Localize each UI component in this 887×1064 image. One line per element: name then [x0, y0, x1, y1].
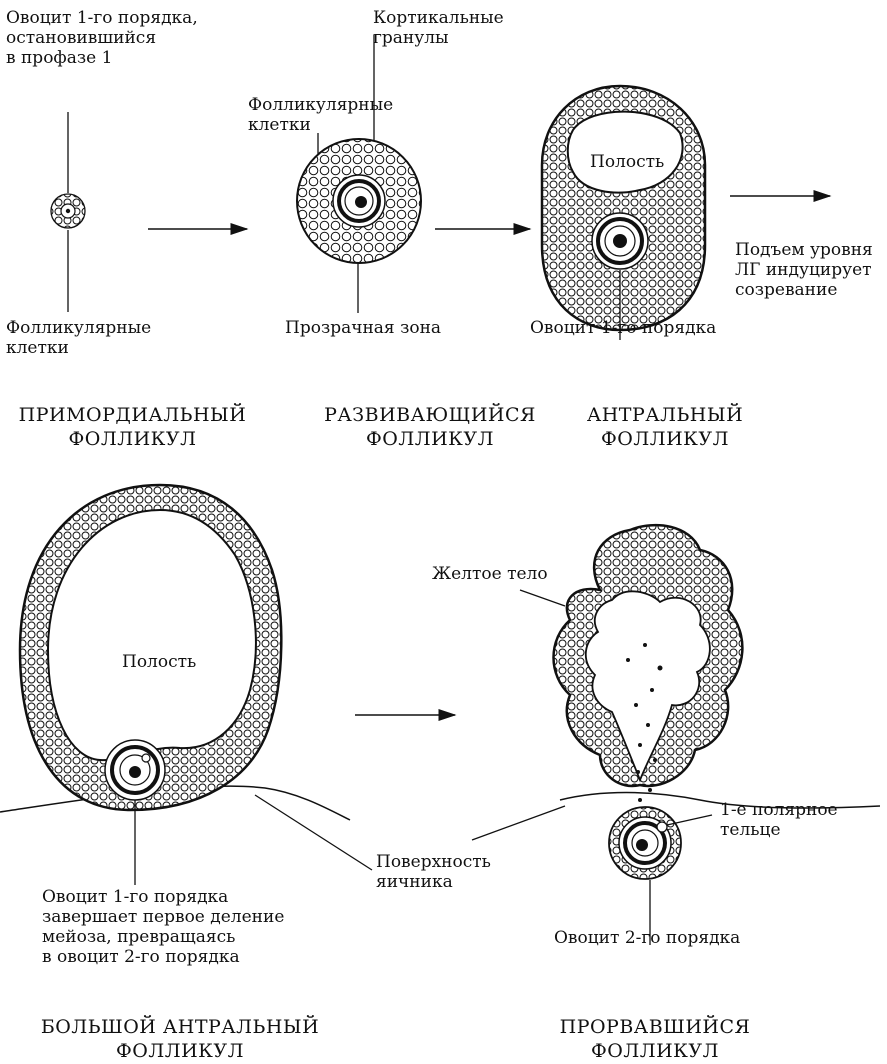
ruptured-follicle: [472, 525, 880, 945]
label-oocyte-prophase: Овоцит 1-го порядка, остановившийся в пр…: [6, 8, 198, 68]
stage-primordial: ПРИМОРДИАЛЬНЫЙ ФОЛЛИКУЛ: [0, 403, 265, 451]
label-oocyte-secondary: Овоцит 2-го порядка: [554, 928, 740, 948]
label-ovary-surface: Поверхность яичника: [376, 852, 491, 892]
label-lh-surge: Подъем уровня ЛГ индуцирует созревание: [735, 240, 873, 300]
antral-follicle: [542, 86, 705, 340]
label-zona-pellucida: Прозрачная зона: [285, 318, 441, 338]
stage-developing: РАЗВИВАЮЩИЙСЯ ФОЛЛИКУЛ: [305, 403, 555, 451]
stage-antral: АНТРАЛЬНЫЙ ФОЛЛИКУЛ: [560, 403, 770, 451]
developing-follicle: [297, 35, 421, 313]
stage-ruptured: ПРОРВАВШИЙСЯ ФОЛЛИКУЛ: [525, 1015, 785, 1063]
label-cavity-antral: Полость: [590, 152, 664, 172]
label-oocyte-antral: Овоцит 1-го порядка: [530, 318, 716, 338]
label-follicular-cells-bottom: Фолликулярные клетки: [6, 318, 151, 358]
label-corpus-luteum: Желтое тело: [432, 564, 548, 584]
label-follicular-cells-top: Фолликулярные клетки: [248, 95, 393, 135]
primordial-follicle: [51, 112, 85, 312]
stage-large-antral: БОЛЬШОЙ АНТРАЛЬНЫЙ ФОЛЛИКУЛ: [0, 1015, 360, 1063]
large-antral-follicle: [0, 485, 372, 885]
label-cortical-granules: Кортикальные гранулы: [373, 8, 504, 48]
label-cavity-large: Полость: [122, 652, 196, 672]
label-first-polar-body: 1-е полярное тельце: [720, 800, 838, 840]
label-oocyte-meiosis: Овоцит 1-го порядка завершает первое дел…: [42, 887, 284, 967]
